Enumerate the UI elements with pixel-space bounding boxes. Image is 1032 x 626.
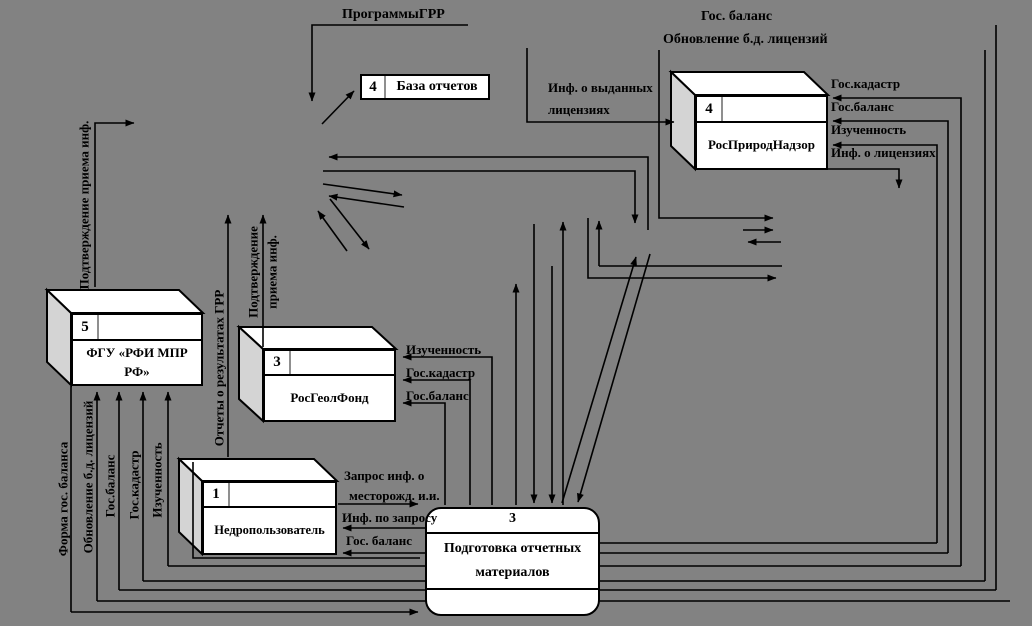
node-rosgeolfond-name: РосГеолФонд [290, 389, 369, 405]
label-inf-po-zaprosu: Инф. по запросу [342, 510, 438, 525]
flow-gos-balans-rgf [402, 399, 446, 505]
box-3d-faces [44, 69, 831, 557]
label-rpn-gos-kadastr: Гос.кадастр [831, 76, 901, 91]
flow-gos-balans-rpn [832, 117, 949, 553]
node-nedropolzovatel-name: Недропользователь [214, 523, 325, 538]
label-obnovlenie-top: Обновление б.д. лицензий [663, 32, 828, 47]
node-nedropolzovatel[interactable]: 1 Недропользователь [202, 481, 337, 555]
flow-inf-o-licenziyah [828, 168, 903, 189]
node-rosgeolfond-divider [265, 374, 394, 376]
label-zapros-2: месторожд. и.и. [349, 488, 440, 503]
node-baza-otchetov[interactable]: 4 База отчетов [360, 74, 490, 100]
node-nedropolzovatel-number: 1 [204, 483, 230, 506]
label-otchety-grr: Отчеты о результатах ГРР [211, 289, 227, 447]
label-podtverzhdenie-c2: приема инф. [264, 235, 280, 309]
rpn-top-face [668, 71, 831, 96]
node-nedropolzovatel-divider [204, 506, 335, 508]
node-rosprirodnadzor-divider [697, 121, 826, 123]
node-fgu-name-line1: ФГУ «РФИ МПР [86, 344, 188, 360]
flow-programmy-grr [308, 24, 468, 102]
label-gos-balans-top: Гос. баланс [701, 9, 773, 24]
label-rgf-izuchennost: Изученность [406, 342, 482, 357]
label-podtverzhdenie-left: Подтверждение приема инф. [76, 120, 92, 290]
flow-diag-northwest [317, 210, 348, 252]
flow-izuchennost-rpn [832, 141, 938, 543]
nedro-top-face [176, 458, 340, 482]
wire-nedro-branch [192, 462, 420, 559]
fgu-top-face [44, 289, 206, 314]
flow-diag-west [328, 193, 405, 208]
label-inf-vydannyh-1: Инф. о выданных [548, 80, 653, 95]
node-baza-otchetov-name: База отчетов [396, 78, 478, 94]
label-rpn-inf-licenzii: Инф. о лицензиях [831, 145, 936, 160]
label-rpn-gos-balans: Гос.баланс [831, 99, 894, 114]
node-process-podgotovka[interactable]: 3 Подготовка отчетных материалов [425, 507, 600, 616]
flow-center-down [323, 170, 639, 224]
node-rosprirodnadzor-name: РосПриродНадзор [708, 137, 815, 153]
flow-diag-up-process [561, 256, 637, 504]
flow-diag-down-process [577, 253, 651, 503]
node-rosprirodnadzor-number: 4 [697, 97, 723, 121]
flow-diag-east [322, 183, 403, 198]
node-rosprirodnadzor[interactable]: 4 РосПриродНадзор [695, 95, 828, 170]
label-gos-balans-nedro: Гос. баланс [346, 533, 413, 548]
flow-east-lower [587, 218, 777, 282]
label-gos-kadastr-left: Гос.кадастр [126, 450, 142, 520]
node-fgu-name-line2: РФ» [124, 363, 150, 379]
node-process-name-line2: материалов [475, 565, 550, 580]
label-rpn-izuchennost: Изученность [831, 122, 907, 137]
label-izuchennost-left: Изученность [149, 442, 165, 518]
flow-gos-kadastr-rgf [402, 376, 471, 505]
label-programmy-grr: ПрограммыГРР [342, 7, 445, 22]
node-fgu-divider [73, 339, 201, 341]
node-baza-otchetov-number: 4 [362, 76, 386, 98]
label-gos-balans-left: Гос.баланс [102, 454, 118, 518]
flow-podtverzhdenie-fgu [94, 119, 135, 287]
node-process-number: 3 [509, 511, 516, 526]
node-fgu-rfi-mpr[interactable]: 5 ФГУ «РФИ МПР РФ» [71, 313, 203, 386]
node-process-divider-top [427, 532, 598, 534]
node-process-name-line1: Подготовка отчетных [443, 540, 582, 556]
label-inf-vydannyh-2: лицензиях [548, 102, 610, 117]
flow-diag-southeast [329, 198, 370, 250]
flow-izuchennost-rgf [402, 353, 493, 505]
flow-into-baza-otchetov [321, 90, 355, 125]
node-rosgeolfond[interactable]: 3 РосГеолФонд [263, 349, 396, 422]
label-obnovlenie-left: Обновление б.д. лицензий [80, 400, 96, 554]
flow-gos-kadastr-rpn [832, 94, 962, 566]
label-rgf-gos-kadastr: Гос.кадастр [406, 365, 476, 380]
label-zapros-1: Запрос инф. о [344, 468, 425, 483]
flow-east-1 [658, 50, 774, 222]
label-forma-gos-balansa: Форма гос. баланса [55, 441, 71, 557]
label-rgf-gos-balans: Гос.баланс [406, 388, 469, 403]
node-rosgeolfond-number: 3 [265, 351, 291, 374]
label-podtverzhdenie-c1: Подтверждение [245, 226, 261, 318]
flow-inf-vydannyh [526, 48, 675, 126]
node-fgu-number: 5 [73, 315, 99, 339]
node-process-divider-bottom [427, 588, 598, 590]
flow-long-west [328, 153, 649, 230]
